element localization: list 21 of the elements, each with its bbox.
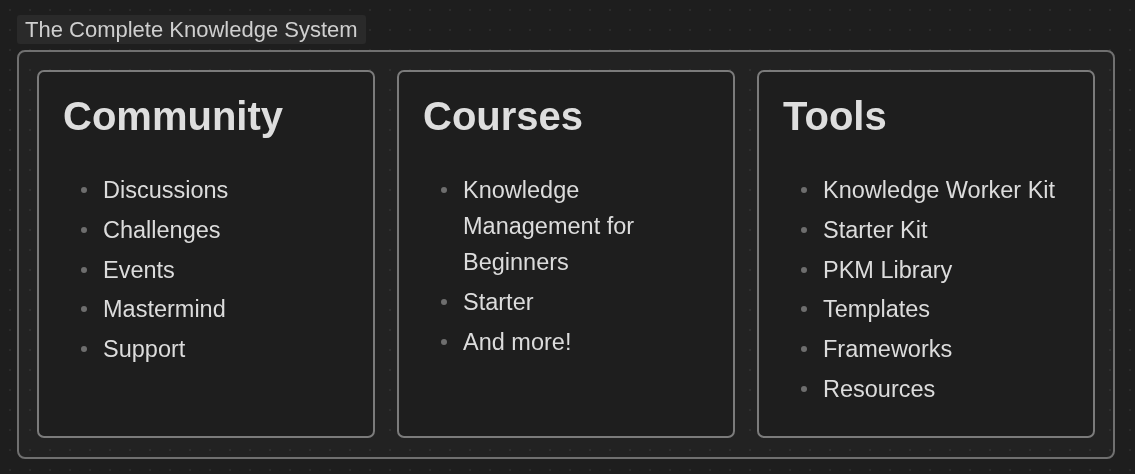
list-item: PKM Library: [797, 251, 953, 288]
list-item: Resources: [797, 370, 936, 407]
list-item: Starter: [437, 283, 534, 320]
list-item: Frameworks: [797, 331, 953, 367]
group-title: The Complete Knowledge System: [17, 15, 366, 44]
card-heading: Courses: [423, 93, 584, 140]
list-item: Mastermind: [77, 291, 226, 328]
list-item: Support: [77, 331, 186, 367]
category-card: [37, 70, 375, 438]
list-item: Templates: [797, 291, 931, 328]
list-item: Challenges: [77, 211, 221, 248]
list-item: Starter Kit: [797, 211, 928, 248]
category-card: [397, 70, 735, 438]
list-item: Events: [77, 251, 175, 288]
list-item: Knowledge Worker Kit: [797, 172, 1056, 208]
card-heading: Community: [63, 93, 283, 140]
list-item: And more!: [437, 323, 572, 360]
list-item: Discussions: [77, 172, 229, 208]
list-item: Knowledge Management for Beginners: [437, 172, 663, 280]
category-card: [757, 70, 1095, 438]
card-heading: Tools: [783, 93, 887, 140]
